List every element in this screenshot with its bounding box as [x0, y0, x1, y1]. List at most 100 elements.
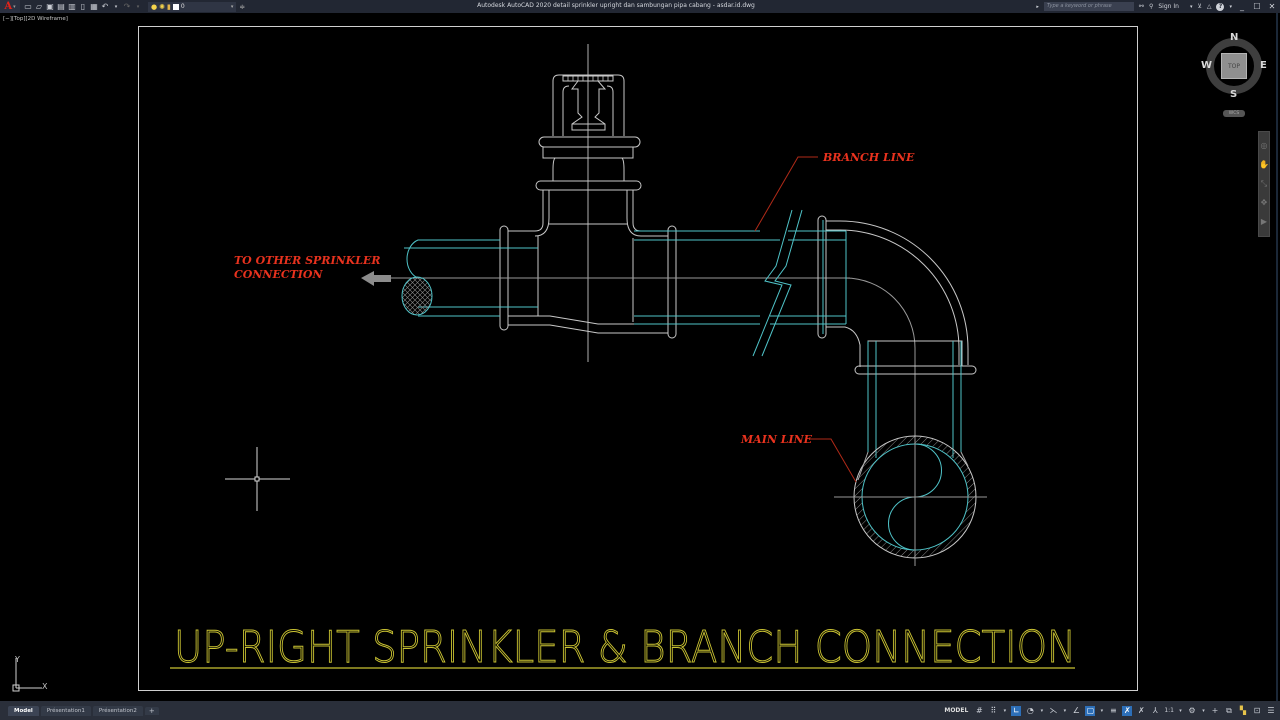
sprinkler-frame-inner	[562, 85, 614, 136]
steering-wheel-icon[interactable]: ◎	[1260, 140, 1268, 150]
layer-freeze-icon[interactable]: ✺	[159, 2, 165, 11]
viewcube[interactable]: TOP N S W E WCS	[1200, 30, 1270, 120]
status-toggles: MODEL # ⠿ ▾ ∟ ◔ ▾ ⋋ ▾ ∠ ▢ ▾ ≡ ✗ ✗ ⅄ 1:1 …	[942, 701, 1280, 720]
ucs-x-label: X	[42, 682, 48, 691]
compass-east[interactable]: E	[1260, 60, 1267, 71]
tab-presentation1[interactable]: Présentation1	[40, 705, 91, 716]
customization-menu-icon[interactable]: ☰	[1267, 705, 1275, 715]
crosshair-cursor	[225, 447, 290, 511]
ucs-menu-button[interactable]: WCS	[1223, 110, 1245, 117]
annotation-scale-icon[interactable]: ⅄	[1152, 705, 1158, 715]
annotation-scale-value[interactable]: 1:1	[1164, 706, 1174, 714]
help-icon[interactable]: ?	[1216, 2, 1225, 11]
help-dropdown-icon[interactable]: ▾	[1229, 3, 1232, 10]
isodraft-dropdown-icon[interactable]: ▾	[1063, 707, 1067, 714]
layer-on-icon[interactable]: ●	[151, 2, 158, 11]
viewport-controls[interactable]: [−][Top][2D Wireframe]	[3, 16, 68, 22]
grid-icon[interactable]: #	[975, 705, 983, 715]
compass-north[interactable]: N	[1230, 32, 1239, 43]
navigation-bar: ◎ ✋ ⤡ ✥ ▶	[1258, 131, 1270, 237]
drawing-canvas[interactable]: TO OTHER SPRINKLER CONNECTION BRANCH LIN…	[0, 13, 1276, 701]
layer-lock-icon[interactable]: ▮	[166, 2, 171, 11]
compass-south[interactable]: S	[1230, 89, 1238, 100]
zoom-extents-icon[interactable]: ⤡	[1260, 178, 1268, 188]
annotation-other-connection-1: TO OTHER SPRINKLER	[234, 254, 381, 267]
annotation-visibility-icon[interactable]: ✗	[1122, 705, 1133, 716]
layer-dropdown[interactable]: ● ✺ ▮ 0 ▾	[148, 1, 237, 12]
save-icon[interactable]: ▣	[46, 1, 54, 11]
sprinkler-frame	[552, 74, 625, 136]
orbit-icon[interactable]: ✥	[1260, 198, 1268, 208]
undo-icon[interactable]: ↶	[101, 1, 109, 11]
maximize-button[interactable]: ☐	[1253, 2, 1261, 11]
quick-access-toolbar: ▭ ▱ ▣ ▤ ▥ ▯ ▦ ↶ ▾ ↷ ▾	[24, 1, 142, 11]
ortho-icon[interactable]: ∟	[1011, 705, 1022, 716]
share-icon[interactable]: ▯	[80, 1, 86, 11]
object-snap-tracking-icon[interactable]: ∠	[1072, 705, 1080, 715]
cart-icon[interactable]: ⊻	[1197, 3, 1202, 10]
sprinkler-bulb	[571, 80, 607, 131]
close-button[interactable]: ✕	[1268, 2, 1276, 11]
osnap-dropdown-icon[interactable]: ▾	[1100, 707, 1104, 714]
sheet-border	[138, 26, 1138, 691]
viewcube-top-face[interactable]: TOP	[1221, 53, 1247, 79]
units-icon[interactable]: ⧉	[1226, 705, 1232, 715]
add-layout-button[interactable]: +	[144, 706, 159, 715]
chevron-down-icon: ▾	[230, 3, 234, 10]
polar-dropdown-icon[interactable]: ▾	[1040, 707, 1044, 714]
elbow-flange-left	[817, 215, 827, 339]
sign-in-link[interactable]: Sign In	[1158, 3, 1179, 10]
polar-tracking-icon[interactable]: ◔	[1026, 705, 1034, 715]
branch-line-leader	[754, 156, 818, 232]
main-line-section	[834, 435, 987, 566]
pan-icon[interactable]: ✋	[1259, 159, 1269, 169]
tab-presentation2[interactable]: Présentation2	[92, 705, 143, 716]
clean-screen-icon[interactable]: ⊡	[1253, 705, 1261, 715]
workspace-gear-icon[interactable]: ⚙	[1188, 705, 1196, 715]
scale-dropdown-icon[interactable]: ▾	[1179, 707, 1182, 714]
expand-search-icon[interactable]: ▸	[1036, 3, 1039, 10]
search-input[interactable]: Type a keyword or phrase	[1043, 2, 1134, 11]
break-line	[752, 209, 803, 357]
web-mobile-icon[interactable]: ▥	[68, 1, 76, 11]
application-menu-button[interactable]: A ▾	[0, 0, 20, 13]
sprinkler-collar-top	[538, 136, 641, 148]
viewport-edge	[1276, 13, 1278, 701]
object-snap-icon[interactable]: ▢	[1085, 705, 1096, 716]
pipe-section-crosshatch	[401, 276, 433, 316]
new-icon[interactable]: ▭	[24, 1, 32, 11]
compass-west[interactable]: W	[1201, 60, 1213, 71]
save-as-icon[interactable]: ▤	[57, 1, 65, 11]
direction-arrow	[361, 271, 391, 286]
title-bar: A ▾ ▭ ▱ ▣ ▤ ▥ ▯ ▦ ↶ ▾ ↷ ▾ ● ✺ ▮ 0 ▾ ≑ Au…	[0, 0, 1280, 13]
undo-dropdown-icon[interactable]: ▾	[114, 3, 118, 10]
chevron-down-icon: ▾	[13, 3, 16, 10]
showmotion-icon[interactable]: ▶	[1260, 217, 1268, 227]
redo-icon[interactable]: ↷	[123, 1, 131, 11]
pipes	[401, 209, 962, 458]
elbow-centerline	[844, 277, 916, 500]
workspace-dropdown-icon[interactable]: ▾	[1202, 707, 1205, 714]
sign-in-dropdown-icon[interactable]: ▾	[1189, 3, 1193, 10]
layer-name: 0	[180, 3, 185, 10]
minimize-button[interactable]: _	[1240, 2, 1244, 11]
open-icon[interactable]: ▱	[35, 1, 43, 11]
tab-model[interactable]: Model	[8, 705, 39, 716]
isodraft-icon[interactable]: ⋋	[1049, 705, 1058, 715]
layer-color-swatch	[172, 3, 179, 10]
main-line-leader	[810, 438, 857, 483]
annotation-monitor-icon[interactable]: +	[1211, 705, 1219, 715]
auto-scale-icon[interactable]: ✗	[1137, 705, 1145, 715]
snap-dropdown-icon[interactable]: ▾	[1003, 707, 1007, 714]
compass-ring[interactable]	[1206, 38, 1262, 94]
snap-icon[interactable]: ⠿	[990, 705, 997, 715]
autodesk-app-icon[interactable]: △	[1206, 3, 1212, 10]
lineweight-icon[interactable]: ≡	[1109, 705, 1117, 715]
model-space-toggle[interactable]: MODEL	[944, 706, 969, 714]
quick-properties-icon[interactable]: ▚	[1239, 705, 1247, 715]
redo-dropdown-icon[interactable]: ▾	[136, 3, 140, 10]
binoculars-icon[interactable]: ⚯	[1138, 3, 1144, 10]
plot-icon[interactable]: ▦	[90, 1, 98, 11]
customize-qat-icon[interactable]: ≑	[239, 2, 246, 11]
